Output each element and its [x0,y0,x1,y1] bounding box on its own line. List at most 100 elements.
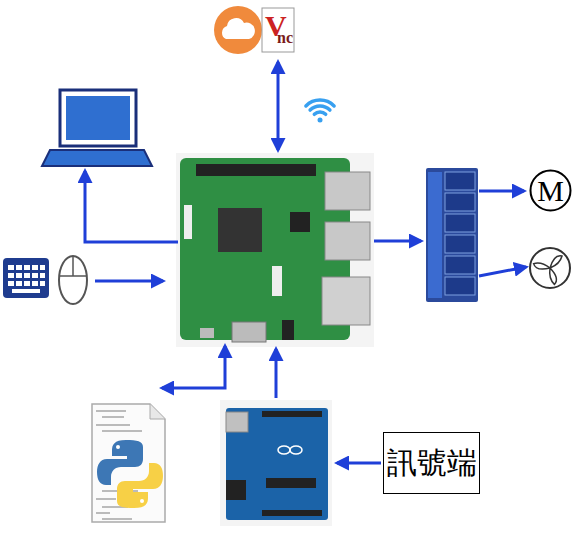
python-file-icon [96,498,116,500]
relay-module [445,256,475,274]
raspberry-pi-board [282,320,294,340]
python-file-icon [116,445,120,449]
arduino-board [266,478,316,488]
relay-module [445,193,475,211]
vnc-logo-letters: nc [277,30,293,46]
relay-module [445,172,475,190]
connection-arrow [85,171,178,242]
keyboard-icon [16,273,22,278]
connection-arrow [85,62,526,463]
keyboard-icon [32,273,38,278]
fan-symbol [530,248,570,288]
connection-arrow [95,280,163,283]
fan-symbol [533,258,550,275]
connection-arrow [337,462,381,465]
raspberry-pi-board [184,205,192,239]
fan-symbol [544,268,561,285]
relay-module [445,172,475,295]
python-file-icon [117,463,163,508]
raspberry-pi-board [290,212,310,232]
raspberry-pi-board [176,153,374,347]
keyboard-icon [16,281,22,286]
arduino-board [220,400,332,526]
raspberry-pi-board [176,153,374,347]
relay-module [426,168,478,302]
wifi-symbol [318,118,323,123]
python-file-icon [102,430,142,432]
keyboard-icon [16,265,22,270]
wifi-symbol [310,106,330,110]
motor-symbol: M [529,169,572,212]
relay-module [428,172,442,298]
raspberry-pi-board [322,277,370,325]
raspberry-pi-board [325,222,370,260]
keyboard-icon [32,265,38,270]
keyboard-icon [8,281,14,286]
arduino-board [220,400,332,526]
arduino-board [226,480,246,500]
monitor-icon [42,150,152,166]
wifi-symbol [314,112,325,114]
keyboard-icon [32,281,38,286]
arduino-board [278,446,290,454]
node-text: 訊號端 [387,448,477,478]
fan-symbol [533,256,562,285]
keyboard-icon [8,265,14,270]
raspberry-pi-board [218,208,262,252]
vnc-logo [262,8,294,52]
connection-arrow [277,62,280,150]
connection-arrow [479,267,526,276]
keyboard-icon [24,273,30,278]
node-text: M [537,176,564,206]
raspberry-pi-board [232,322,266,342]
circle-outline [531,171,571,211]
arduino-board [226,408,328,520]
python-file-icon [92,404,165,522]
arduino-board [262,510,322,516]
keyboard-icon [8,273,14,278]
cloud-icon [214,6,262,54]
connection-arrow [275,349,278,398]
raspberry-pi-board [325,172,370,210]
python-file-icon [96,410,126,412]
keyboard-icon [3,258,49,298]
mouse-icon [59,256,87,304]
python-file-icon [102,416,124,418]
arduino-board [262,411,322,417]
arduino-board [226,412,248,432]
cloud-icon [222,18,255,39]
connection-arrow [479,190,524,193]
monitor-icon [42,90,152,166]
raspberry-pi-board [196,164,316,176]
relay-module [445,235,475,253]
keyboard-icon [40,281,45,286]
mouse-icon [72,256,74,276]
relay-module [426,168,478,302]
raspberry-pi-board [272,266,282,296]
vnc-logo [262,8,294,52]
python-file-icon [102,518,132,520]
keyboard-icon [40,265,45,270]
python-file-icon [97,440,143,485]
monitor-icon [60,90,136,146]
relay-module [445,277,475,295]
keyboard-icon [24,281,30,286]
keyboard-icon [40,273,45,278]
keyboard-icon [24,265,30,270]
arduino-board [290,446,302,454]
cloud-icon [214,6,262,54]
python-file-icon [92,404,165,522]
signal-box: 訊號端 [383,432,480,494]
fan-symbol [550,256,562,268]
wifi-symbol [306,100,334,122]
fan-symbol [530,248,570,288]
raspberry-pi-board [200,328,214,338]
python-file-icon [140,499,144,503]
python-file-icon [96,512,110,514]
keyboard-icon [3,258,49,298]
connection-arrow [374,240,421,243]
